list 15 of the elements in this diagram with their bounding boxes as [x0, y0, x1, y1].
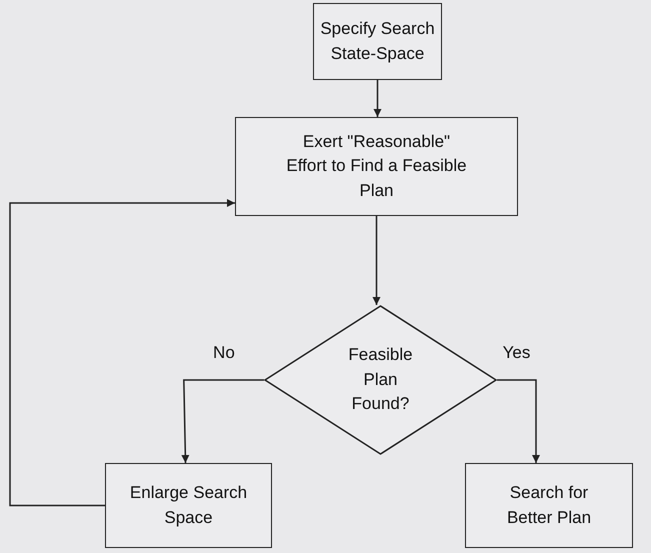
node-text: Exert "Reasonable" Effort to Find a Feasible Plan [285, 130, 468, 202]
process-box [465, 463, 633, 548]
arrow [9, 199, 235, 506]
process-box [235, 117, 518, 216]
arrow [374, 80, 382, 117]
node-text: Specify Search State-Space [319, 18, 436, 64]
arrow [497, 379, 540, 463]
node-text: Enlarge Search Space [128, 482, 248, 528]
arrow [181, 379, 264, 464]
node-text: Search for Better Plan [506, 482, 592, 528]
decision-diamond [264, 305, 497, 455]
arrow [372, 216, 380, 305]
process-box [105, 463, 272, 548]
process-box [313, 3, 442, 80]
node-text: Feasible Plan Found? [347, 344, 414, 416]
